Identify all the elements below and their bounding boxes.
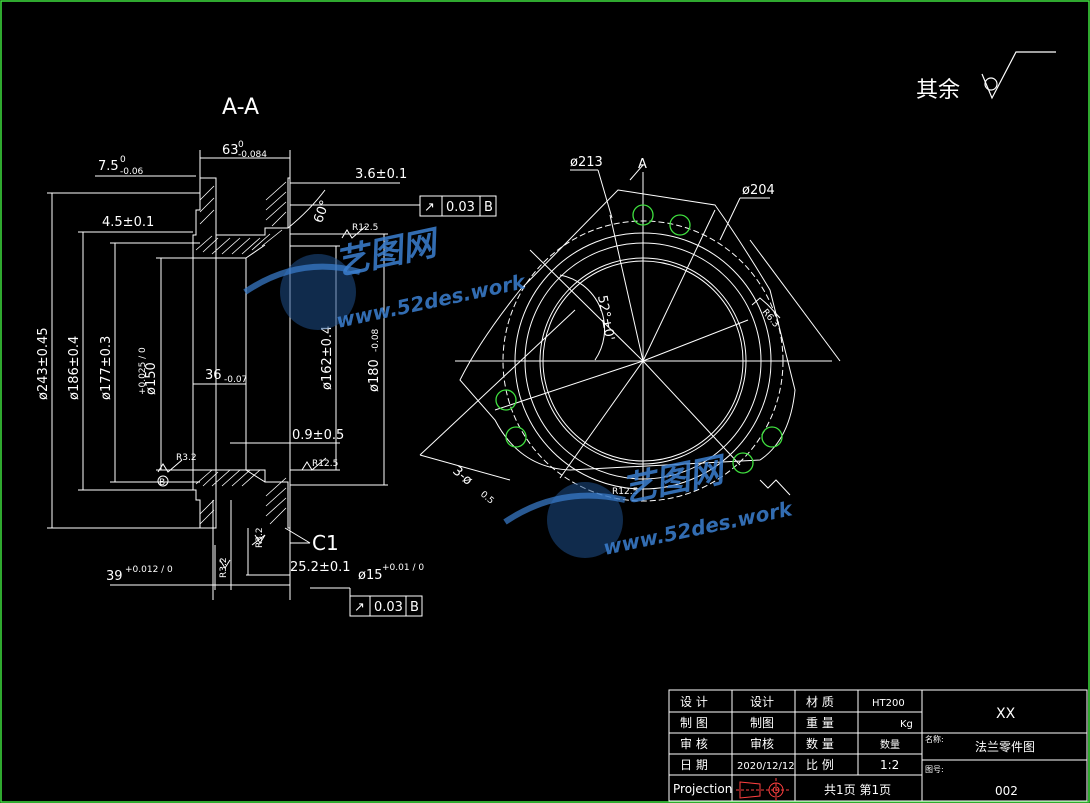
dim-dia-150: ø150 bbox=[144, 362, 159, 395]
company-name: XX bbox=[996, 706, 1016, 722]
watermark-logo-icon bbox=[547, 482, 623, 558]
check-value: 审核 bbox=[750, 736, 774, 751]
check-label: 审 核 bbox=[680, 736, 708, 751]
material-value: HT200 bbox=[872, 698, 905, 709]
plan-view bbox=[419, 164, 841, 502]
roughness-r3-2-b: R3.2 bbox=[255, 527, 265, 548]
scale-label: 比 例 bbox=[806, 758, 834, 772]
dim-36: 36 bbox=[205, 368, 222, 383]
watermark-logo-icon bbox=[280, 254, 356, 330]
roughness-r3-2-c: R3.2 bbox=[219, 557, 229, 578]
drawing-number: 002 bbox=[995, 784, 1018, 798]
dim-dia-213: ø213 bbox=[570, 155, 603, 170]
dim-dia-162: ø162±0.4 bbox=[320, 326, 335, 390]
dim-0-9: 0.9±0.5 bbox=[292, 428, 344, 443]
dim-dia-186: ø186±0.4 bbox=[67, 336, 82, 400]
section-dimensions: 63 0 -0.084 7.5 0 -0.06 3.6±0.1 4.5±0.1 … bbox=[36, 140, 424, 584]
datum-label: B bbox=[159, 478, 165, 488]
bolt-hole bbox=[632, 204, 654, 226]
sheet-label: 共1页 第1页 bbox=[824, 783, 891, 797]
roughness-r3-2-a: R3.2 bbox=[176, 453, 197, 463]
dim-25-2: 25.2±0.1 bbox=[290, 560, 351, 575]
dim-7-5: 7.5 bbox=[98, 159, 119, 174]
projection-label: Projection bbox=[673, 782, 732, 796]
design-value: 设计 bbox=[750, 695, 774, 709]
roughness-note: 其余 bbox=[916, 78, 960, 103]
section-label: A-A bbox=[222, 95, 259, 120]
tolerance-datum: B bbox=[410, 600, 419, 615]
watermark-top: 艺图网 www.52des.work bbox=[243, 222, 529, 333]
scale-value: 1:2 bbox=[880, 758, 899, 772]
number-label: 图号: bbox=[925, 765, 944, 774]
qty-value: 数量 bbox=[880, 738, 900, 751]
section-view bbox=[47, 150, 421, 606]
dim-36-sub: -0.07 bbox=[224, 375, 247, 385]
dim-3-6: 3.6±0.1 bbox=[355, 167, 407, 182]
name-label: 名称: bbox=[925, 734, 944, 744]
tolerance-value: 0.03 bbox=[374, 600, 403, 615]
dim-dia-15: ø15 bbox=[358, 568, 383, 583]
title-block: 设 计 设计 材 质 HT200 制 图 制图 重 量 Kg 审 核 审核 数 … bbox=[668, 689, 1088, 802]
qty-label: 数 量 bbox=[806, 736, 834, 751]
weight-value: Kg bbox=[900, 719, 913, 730]
date-value: 2020/12/12 bbox=[737, 761, 795, 772]
runout-icon: ↗ bbox=[424, 200, 435, 215]
roughness-r12-5-a: R12.5 bbox=[352, 223, 378, 233]
bolt-hole bbox=[669, 214, 691, 236]
dim-39: 39 bbox=[106, 569, 123, 584]
bolt-holes bbox=[495, 204, 783, 474]
roughness-side: R6.3 bbox=[760, 308, 781, 330]
dim-7-5-sub: -0.06 bbox=[120, 167, 144, 177]
dim-63: 63 bbox=[222, 143, 239, 158]
axis-label: A bbox=[638, 157, 647, 172]
drawing-name: 法兰零件图 bbox=[975, 740, 1035, 754]
chamfer-label: C1 bbox=[312, 531, 339, 555]
dim-7-5-sup: 0 bbox=[120, 155, 126, 165]
dim-angle-60: 60° bbox=[311, 198, 333, 225]
tolerance-value: 0.03 bbox=[446, 200, 475, 215]
roughness-symbol-icon bbox=[981, 51, 1056, 100]
dim-dia-177: ø177±0.3 bbox=[99, 336, 114, 400]
tolerance-frame-top: ↗ 0.03 B bbox=[419, 195, 497, 217]
dim-dia-150-tol: +0.025 / 0 bbox=[138, 347, 148, 395]
date-label: 日 期 bbox=[680, 758, 708, 772]
material-label: 材 质 bbox=[806, 695, 834, 709]
weight-label: 重 量 bbox=[806, 716, 834, 730]
drawing-label: 制 图 bbox=[680, 716, 708, 730]
dim-dia-15-tol: +0.01 / 0 bbox=[382, 563, 424, 573]
dim-dia-204: ø204 bbox=[742, 183, 775, 198]
roughness-r12-5-b: R12.5 bbox=[312, 459, 338, 469]
dim-63-sub: -0.084 bbox=[238, 150, 267, 160]
bolt-hole bbox=[761, 426, 783, 448]
dim-holes: 3-ø bbox=[449, 464, 475, 489]
tolerance-datum: B bbox=[484, 200, 493, 215]
bolt-hole bbox=[505, 426, 527, 448]
dim-4-5: 4.5±0.1 bbox=[102, 215, 154, 230]
dim-dia-180-sub: -0.08 bbox=[371, 328, 381, 352]
dim-angle: 52°±0' bbox=[594, 294, 617, 342]
dim-holes-sub: 0.5 bbox=[478, 490, 495, 507]
bolt-hole bbox=[495, 389, 517, 411]
dim-dia-180: ø180 bbox=[367, 359, 382, 392]
tolerance-frame-bottom: ↗ 0.03 B bbox=[349, 595, 423, 617]
runout-icon: ↗ bbox=[354, 600, 365, 615]
dim-dia-243: ø243±0.45 bbox=[36, 327, 51, 400]
bolt-hole bbox=[732, 452, 754, 474]
dim-39-tol: +0.012 / 0 bbox=[125, 565, 173, 575]
roughness-bottom: R12.5 bbox=[612, 487, 638, 497]
design-label: 设 计 bbox=[680, 695, 708, 709]
dim-63-sup: 0 bbox=[238, 140, 244, 150]
projection-symbol-icon bbox=[736, 778, 790, 802]
drawing-value: 制图 bbox=[750, 716, 774, 730]
